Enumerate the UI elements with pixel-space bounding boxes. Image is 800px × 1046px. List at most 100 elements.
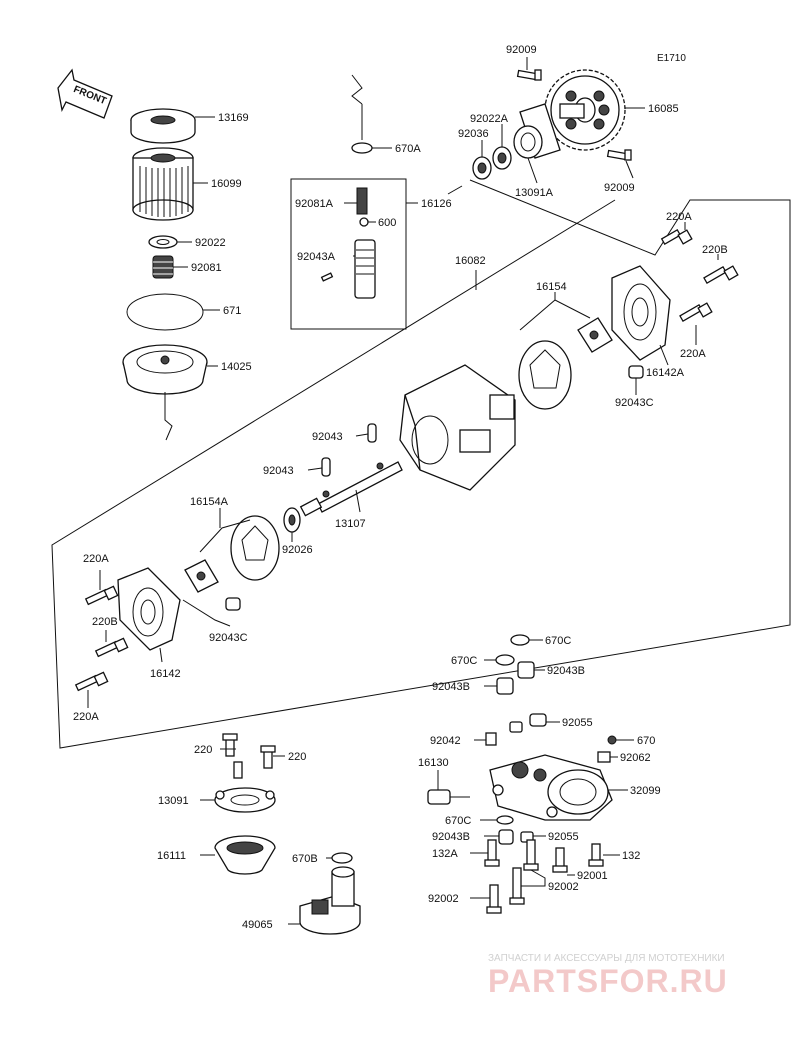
ball-670 xyxy=(607,735,617,745)
bolt-220A-left2 xyxy=(74,671,109,692)
fitting-16130 xyxy=(427,789,451,805)
label-670C-lower: 670C xyxy=(445,815,471,827)
oil-filter-16099 xyxy=(132,147,194,221)
gear-housing-13091A xyxy=(513,103,561,159)
plug-92062 xyxy=(597,751,611,763)
label-16142: 16142 xyxy=(150,668,181,680)
label-13107: 13107 xyxy=(335,518,366,530)
bolt-220B-top xyxy=(703,265,739,284)
label-92002-left: 92002 xyxy=(428,893,459,905)
watermark-tagline: ЗАПЧАСТИ И АКСЕССУАРЫ ДЛЯ МОТОТЕХНИКИ xyxy=(488,953,725,964)
plate-13091 xyxy=(214,787,276,813)
label-92022: 92022 xyxy=(195,237,226,249)
label-670: 670 xyxy=(637,735,655,747)
shaft-13107 xyxy=(299,461,403,517)
label-16085: 16085 xyxy=(648,103,679,115)
label-92055-lower: 92055 xyxy=(548,831,579,843)
washer-670C-left xyxy=(495,654,515,666)
cap-92043B-right xyxy=(517,661,535,679)
label-220B-left: 220B xyxy=(92,616,118,628)
label-92081A: 92081A xyxy=(295,198,334,210)
bolt-92002-center xyxy=(509,839,539,905)
filter-cap-13169 xyxy=(130,108,196,144)
label-92081: 92081 xyxy=(191,262,222,274)
screw-92009-bottom xyxy=(606,149,632,161)
seal-92026 xyxy=(283,507,301,533)
label-92002-center: 92002 xyxy=(548,881,579,893)
dowel-92043C-left xyxy=(225,597,241,611)
outer-rotor-16154 xyxy=(518,340,572,410)
label-16099: 16099 xyxy=(211,178,242,190)
label-220A-left1: 220A xyxy=(83,553,109,565)
bolt-220A-mid xyxy=(679,302,713,322)
valve-body-32099 xyxy=(489,754,613,821)
plug-92055-top xyxy=(509,713,547,733)
washer-670C-top xyxy=(510,634,530,646)
label-220A-top: 220A xyxy=(666,211,692,223)
relief-valve-group-16126 xyxy=(290,74,407,330)
pickup-49065 xyxy=(299,866,361,935)
bolt-132 xyxy=(588,843,604,867)
label-92043C-top: 92043C xyxy=(615,397,654,409)
label-16082: 16082 xyxy=(455,255,486,267)
diagram-code: E1710 xyxy=(657,53,686,64)
seal-92022A xyxy=(492,146,512,170)
label-92043B-lower: 92043B xyxy=(432,831,470,843)
label-13091: 13091 xyxy=(158,795,189,807)
outer-rotor-16154A xyxy=(230,515,280,581)
screw-92009-top xyxy=(516,69,542,81)
bolt-220-center xyxy=(233,761,243,779)
filter-cover-14025 xyxy=(122,344,208,395)
label-671: 671 xyxy=(223,305,241,317)
bolt-220-left xyxy=(222,733,238,757)
label-220A-mid: 220A xyxy=(680,348,706,360)
label-92043B-left: 92043B xyxy=(432,681,470,693)
strainer-16111 xyxy=(214,835,276,875)
inner-rotor-16154 xyxy=(577,317,613,353)
label-220-right: 220 xyxy=(288,751,306,763)
spring-92081 xyxy=(152,255,174,279)
dowel-92043C-top xyxy=(628,365,644,379)
watermark: ЗАПЧАСТИ И АКСЕССУАРЫ ДЛЯ МОТОТЕХНИКИ PA… xyxy=(488,953,728,999)
cap-92043B-left xyxy=(496,677,514,695)
label-49065: 49065 xyxy=(242,919,273,931)
o-ring-671 xyxy=(126,293,204,331)
label-16130: 16130 xyxy=(418,757,449,769)
label-13091A: 13091A xyxy=(515,187,554,199)
label-92062: 92062 xyxy=(620,752,651,764)
cap-92043B-lower xyxy=(498,829,514,845)
label-92026: 92026 xyxy=(282,544,313,556)
callout-labels: 13169 16099 92022 92081 671 14025 670A 9… xyxy=(73,44,728,931)
washer-92022 xyxy=(148,235,178,249)
pin-92043-lower xyxy=(321,457,331,477)
pump-cover-16142 xyxy=(117,567,181,651)
label-16154: 16154 xyxy=(536,281,567,293)
pump-assembly-outline-16082 xyxy=(51,179,791,749)
label-92009-bottom: 92009 xyxy=(604,182,635,194)
bolt-92001 xyxy=(552,847,568,873)
label-132: 132 xyxy=(622,850,640,862)
label-92043B-right: 92043B xyxy=(547,665,585,677)
bolt-92002-left xyxy=(486,884,502,914)
label-670C-left: 670C xyxy=(451,655,477,667)
label-32099: 32099 xyxy=(630,785,661,797)
label-13169: 13169 xyxy=(218,112,249,124)
label-16126: 16126 xyxy=(421,198,452,210)
label-92009-top: 92009 xyxy=(506,44,537,56)
watermark-brand: PARTSFOR.RU xyxy=(488,963,728,999)
label-670A: 670A xyxy=(395,143,421,155)
bolt-220A-top xyxy=(660,229,693,245)
label-220B-top: 220B xyxy=(702,244,728,256)
label-670B: 670B xyxy=(292,853,318,865)
label-92042: 92042 xyxy=(430,735,461,747)
label-600: 600 xyxy=(378,217,396,229)
gear-16085 xyxy=(544,69,626,151)
bolt-220B-left xyxy=(94,637,129,658)
pin-92043-upper xyxy=(367,423,377,443)
o-ring-670B xyxy=(331,852,353,864)
bolt-220-right xyxy=(260,745,276,769)
pump-cover-16142A xyxy=(611,265,671,361)
bolt-220A-left1 xyxy=(84,585,119,606)
label-92022A: 92022A xyxy=(470,113,509,125)
